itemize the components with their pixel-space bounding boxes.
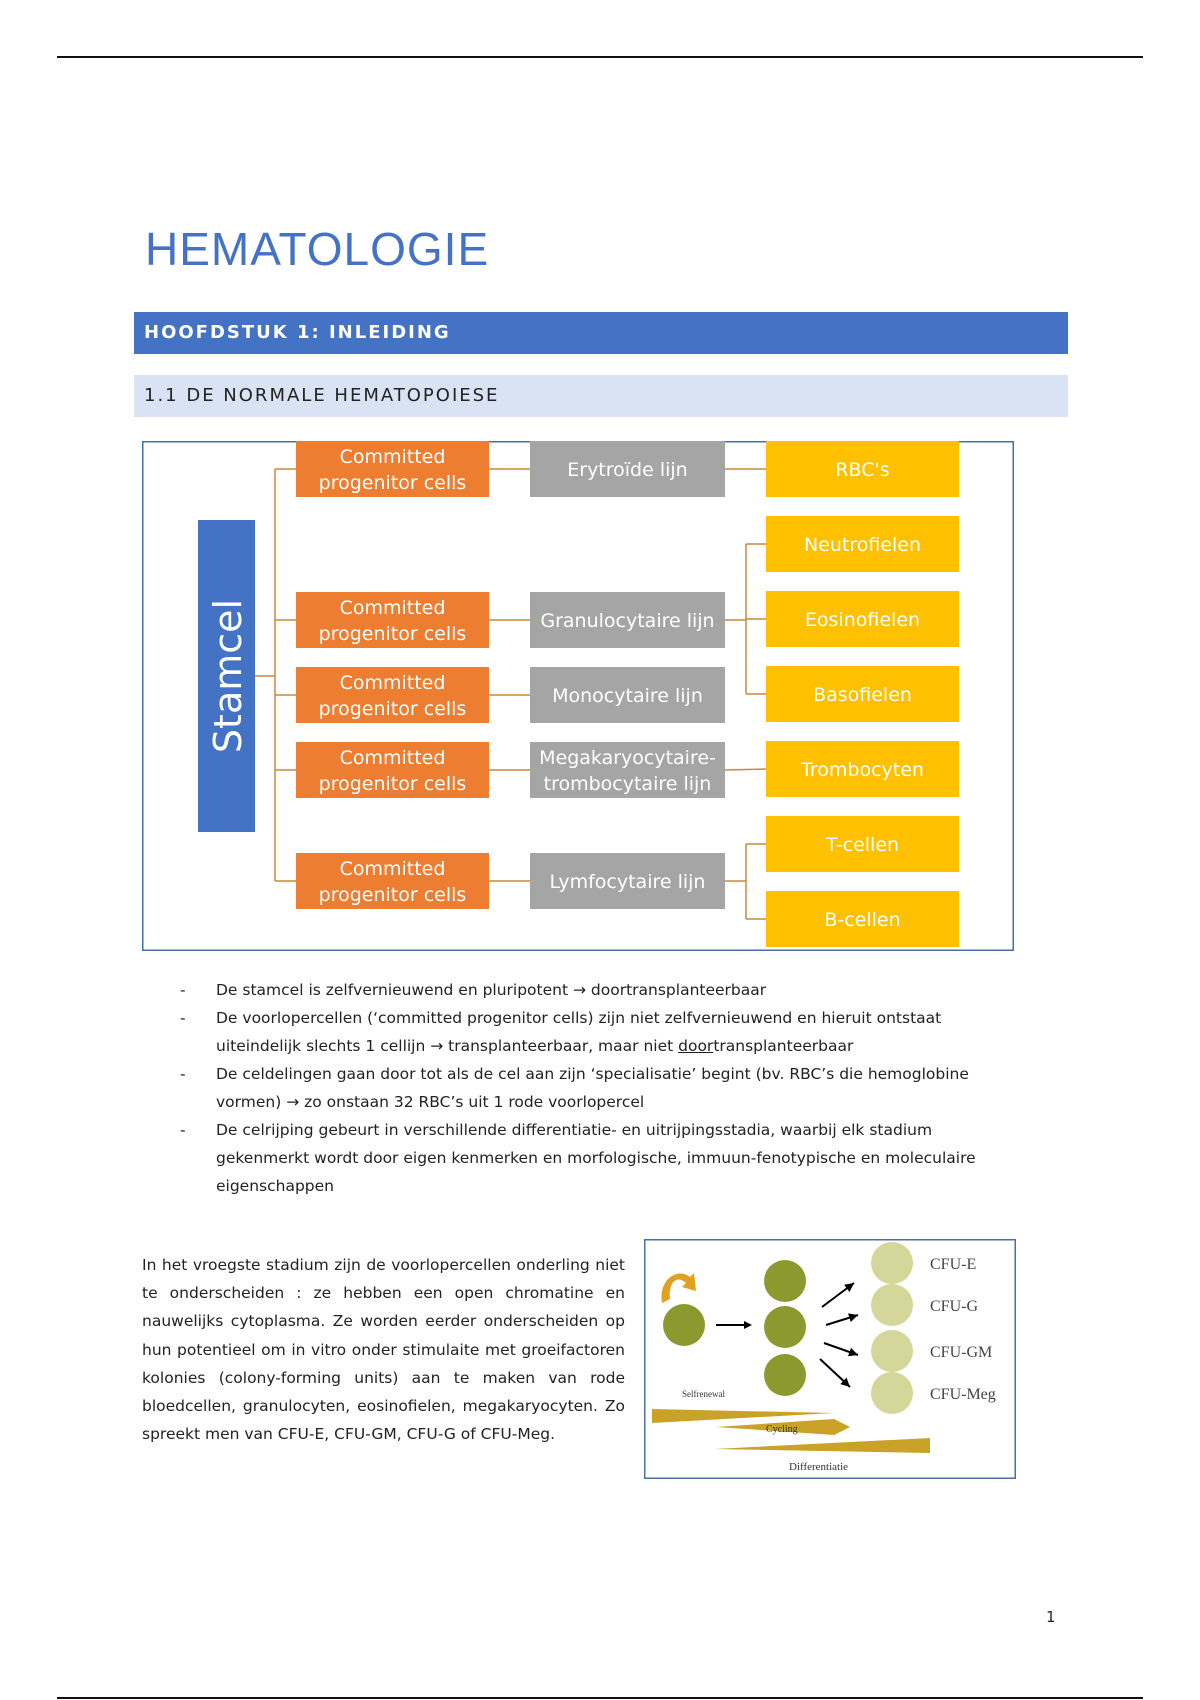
selfrenewal-wedge — [652, 1409, 834, 1423]
cfu-label: CFU-Meg — [930, 1386, 996, 1403]
progenitor-label: progenitor cells — [319, 698, 467, 720]
cell-node: Trombocyten — [766, 741, 959, 797]
bullet-item: - De celrijping gebeurt in verschillende … — [180, 1116, 1030, 1200]
bullet-text: De celdelingen gaan door tot als de cel … — [216, 1065, 969, 1111]
progenitor-cell-2 — [764, 1306, 806, 1348]
cell-label: Neutrofielen — [804, 534, 921, 556]
progenitor-node: Committed progenitor cells — [296, 742, 489, 798]
document-title: HEMATOLOGIE — [145, 223, 490, 275]
progenitor-label: progenitor cells — [319, 884, 467, 906]
page-number: 1 — [1046, 1608, 1056, 1626]
cell-node: Neutrofielen — [766, 516, 959, 572]
cell-label: Trombocyten — [800, 759, 924, 781]
cfu-arrow-head-icon — [844, 1283, 854, 1292]
progenitor-node: Committed progenitor cells — [296, 441, 489, 497]
progenitor-label: progenitor cells — [319, 472, 467, 494]
bullet-item: - De voorlopercellen (‘committed progenit… — [180, 1004, 1030, 1060]
bullet-text: De voorlopercellen (‘committed progenito… — [216, 1009, 942, 1055]
lineage-label: trombocytaire lijn — [544, 773, 712, 795]
lineage-label: Granulocytaire lijn — [540, 610, 714, 632]
cell-label: T-cellen — [825, 834, 899, 856]
differentiation-label: Differentiatie — [789, 1461, 848, 1473]
hematopoiesis-diagram: Stamcel Committed progenitor cells Erytroï… — [142, 441, 1014, 951]
bullet-text-underlined: door — [678, 1037, 714, 1055]
cfu-arrow-head-icon — [848, 1313, 858, 1322]
cell-node: RBC's — [766, 441, 959, 497]
bullet-dash: - — [180, 981, 186, 999]
cfu-cell — [871, 1330, 913, 1372]
lineage-node: Erytroïde lijn — [530, 441, 725, 497]
bullet-dash: - — [180, 1065, 186, 1083]
chapter-heading: HOOFDSTUK 1: INLEIDING — [134, 312, 1068, 354]
progenitor-label: Committed — [340, 747, 446, 769]
header-rule — [57, 56, 1143, 58]
cfu-cell — [871, 1372, 913, 1414]
section-heading: 1.1 DE NORMALE HEMATOPOIESE — [134, 375, 1068, 417]
lineage-label: Lymfocytaire lijn — [550, 871, 706, 893]
connector-line — [724, 768, 767, 771]
cfu-figure-border — [644, 1239, 1016, 1479]
lineage-node: Megakaryocytaire-trombocytaire lijn — [530, 742, 725, 798]
bullet-dash: - — [180, 1121, 186, 1139]
cycling-wedge — [716, 1419, 850, 1435]
cell-label: Eosinofielen — [805, 609, 920, 631]
stem-cell — [663, 1304, 705, 1346]
bullet-dash: - — [180, 1009, 186, 1027]
root-node: Stamcel — [198, 520, 255, 832]
body-paragraph: In het vroegste stadium zijn de voorlope… — [142, 1256, 625, 1444]
lineage-node: Lymfocytaire lijn — [530, 853, 725, 909]
lineage-label: Erytroïde lijn — [567, 459, 687, 481]
lineage-node: Granulocytaire lijn — [530, 592, 725, 648]
lineage-node: Monocytaire lijn — [530, 667, 725, 723]
progenitor-node: Committed progenitor cells — [296, 592, 489, 648]
footer-rule — [57, 1697, 1143, 1699]
lineage-label: Monocytaire lijn — [552, 685, 703, 707]
cell-node: Eosinofielen — [766, 591, 959, 647]
cycling-label: Cycling — [766, 1424, 798, 1435]
cell-label: Basofielen — [813, 684, 912, 706]
lineage-label: Megakaryocytaire- — [539, 747, 716, 769]
progenitor-label: Committed — [340, 858, 446, 880]
bullet-text: De celrijping gebeurt in verschillende d… — [216, 1121, 976, 1195]
progenitor-label: Committed — [340, 597, 446, 619]
cell-label: RBC's — [835, 459, 889, 481]
bullet-item: - De stamcel is zelfvernieuwend en plurip… — [180, 976, 1030, 1004]
cfu-figure: CFU-E CFU-G CFU-GM CFU-Meg Selfrenewal Cycl… — [644, 1239, 1016, 1479]
cfu-label: CFU-E — [930, 1256, 976, 1273]
cfu-cell — [871, 1284, 913, 1326]
progenitor-node: Committed progenitor cells — [296, 853, 489, 909]
cfu-arrow-head-icon — [840, 1377, 850, 1387]
bullet-text-end: transplanteerbaar — [713, 1037, 854, 1055]
progenitor-label: progenitor cells — [319, 623, 467, 645]
selfrenewal-label: Selfrenewal — [682, 1389, 725, 1399]
differentiation-wedge — [714, 1438, 930, 1453]
cfu-label: CFU-GM — [930, 1344, 992, 1361]
progenitor-label: Committed — [340, 446, 446, 468]
cell-label: B-cellen — [824, 909, 900, 931]
selfrenewal-arrow-icon — [661, 1273, 696, 1303]
progenitor-label: progenitor cells — [319, 773, 467, 795]
root-label: Stamcel — [206, 599, 250, 753]
bullet-item: - De celdelingen gaan door tot als de cel… — [180, 1060, 1030, 1116]
progenitor-label: Committed — [340, 672, 446, 694]
cfu-cell — [871, 1242, 913, 1284]
cell-node: B-cellen — [766, 891, 959, 947]
cfu-arrow-head-icon — [848, 1347, 858, 1357]
bullet-text: De stamcel is zelfvernieuwend en pluripo… — [216, 981, 767, 999]
progenitor-node: Committed progenitor cells — [296, 667, 489, 723]
progenitor-cell-1 — [764, 1260, 806, 1302]
progenitor-cell-3 — [764, 1354, 806, 1396]
bullet-list: - De stamcel is zelfvernieuwend en plurip… — [180, 976, 1030, 1200]
cfu-label: CFU-G — [930, 1298, 978, 1315]
cell-node: Basofielen — [766, 666, 959, 722]
arrow-head-icon — [744, 1321, 752, 1329]
cell-node: T-cellen — [766, 816, 959, 872]
